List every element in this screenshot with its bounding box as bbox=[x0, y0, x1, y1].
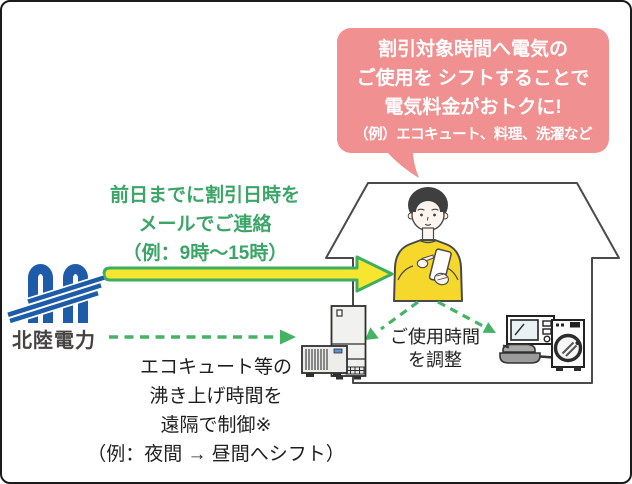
remote-control-text: エコキュート等の 沸き上げ時間を 遠隔で制御※ （例：夜間 → 昼間へシフト） bbox=[86, 353, 346, 469]
email-notice-line-1: 前日までに割引日時を bbox=[109, 185, 300, 206]
usage-line-1: ご使用時間 bbox=[390, 327, 480, 347]
usage-adjust-label: ご使用時間 を調整 bbox=[378, 326, 492, 372]
remote-line-3: 遠隔で制御※ bbox=[160, 415, 272, 436]
email-notice-text: 前日までに割引日時を メールでご連絡 （例：9時～15時） bbox=[85, 181, 325, 268]
remote-line-1: エコキュート等の bbox=[139, 357, 292, 378]
usage-line-2: を調整 bbox=[408, 350, 462, 370]
microwave-icon bbox=[506, 315, 555, 345]
washing-machine-icon bbox=[551, 319, 585, 371]
person-illustration bbox=[393, 187, 463, 302]
yellow-arrow-icon bbox=[102, 255, 394, 293]
dashed-arrow-icon bbox=[109, 329, 296, 345]
heat-pump-icon bbox=[301, 345, 348, 377]
bubble-line-1: 割引対象時間へ電気の bbox=[377, 39, 568, 60]
ecocute-icon bbox=[301, 305, 367, 380]
email-notice-line-3: （例：9時～15時） bbox=[122, 243, 288, 264]
remote-line-2: 沸き上げ時間を bbox=[149, 386, 283, 407]
frying-pan-icon bbox=[499, 343, 555, 364]
bubble-tail bbox=[386, 151, 419, 178]
discount-speech-bubble: 割引対象時間へ電気の ご使用を シフトすることで 電気料金がおトクに! （例）エ… bbox=[337, 28, 609, 153]
company-name: 北陸電力 bbox=[12, 330, 96, 352]
bubble-line-3: 電気料金がおトクに! bbox=[384, 97, 562, 118]
email-notice-line-2: メールでご連絡 bbox=[138, 214, 272, 235]
bubble-example: （例）エコキュート、料理、洗濯など bbox=[354, 127, 592, 143]
dashed-arrow-left-icon bbox=[365, 300, 419, 340]
bubble-line-2: ご使用を シフトすることで bbox=[356, 68, 590, 89]
remote-line-4: （例：夜間 → 昼間へシフト） bbox=[87, 444, 345, 465]
dashed-arrow-right-icon bbox=[437, 300, 496, 333]
hokuriku-logo-mark bbox=[0, 264, 110, 327]
